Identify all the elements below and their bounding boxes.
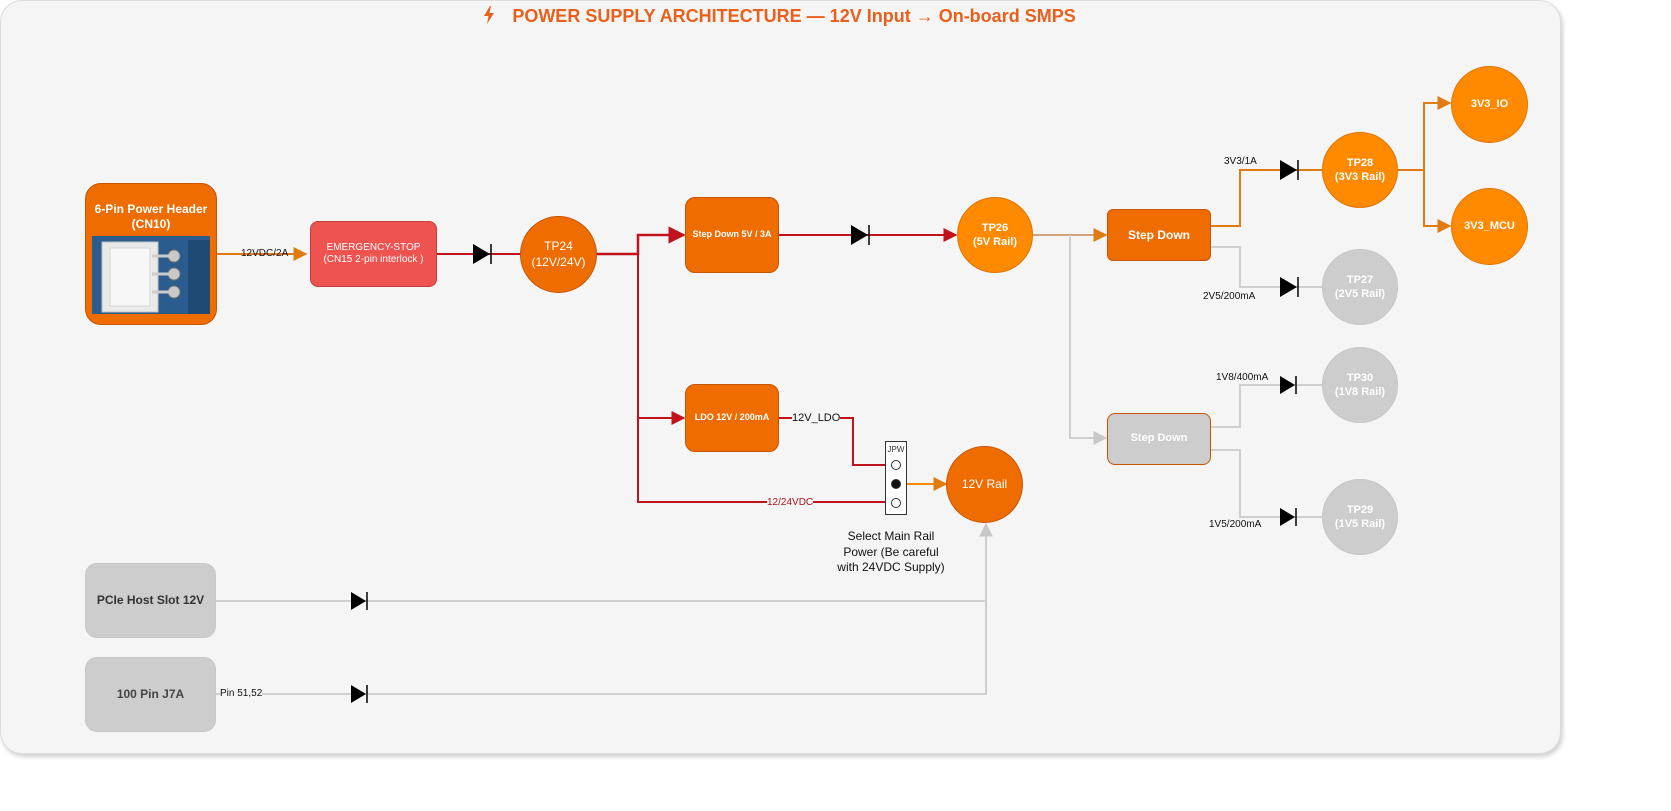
diode-icon — [351, 685, 368, 703]
stepdown-3v3-node[interactable]: Step Down — [1107, 209, 1211, 261]
wire-tp24-ldo — [637, 254, 686, 425]
label-12vdc-2a: 12VDC/2A — [241, 248, 289, 259]
diagram-panel — [0, 0, 1561, 754]
power-header-node[interactable]: 6-Pin Power Header (CN10) — [85, 183, 217, 325]
diode-icon — [351, 592, 368, 610]
diode-icon — [1280, 376, 1297, 394]
wire-stepdown-tp30 — [1211, 384, 1322, 428]
tp30-node[interactable]: TP30 (1V8 Rail) — [1322, 347, 1398, 423]
diagram-title: POWER SUPPLY ARCHITECTURE — 12V Input → … — [0, 6, 1559, 27]
emergency-stop-node[interactable]: EMERGENCY-STOP (CN15 2-pin interlock ) — [310, 221, 437, 287]
tp26-node[interactable]: TP26 (5V Rail) — [957, 197, 1033, 273]
wire-tp28-mcu — [1423, 170, 1452, 233]
tp29-node[interactable]: TP29 (1V5 Rail) — [1322, 479, 1398, 555]
label-1v8-400ma: 1V8/400mA — [1216, 372, 1269, 383]
tp27-node[interactable]: TP27 (2V5 Rail) — [1322, 249, 1398, 325]
wire-stepdown-tp27 — [1211, 246, 1322, 288]
label-pin-51-52: Pin 51,52 — [220, 688, 263, 699]
connector-photo — [92, 236, 210, 314]
stepdown-5v-node[interactable]: Step Down 5V / 3A — [685, 197, 779, 273]
power-header-label: 6-Pin Power Header (CN10) — [94, 202, 208, 231]
label-1v5-200ma: 1V5/200mA — [1209, 519, 1262, 530]
tp24-node[interactable]: TP24 (12V/24V) — [520, 216, 597, 293]
wire-j7a-rail — [216, 522, 993, 695]
diode-icon — [851, 225, 870, 245]
label-12-24vdc: 12/24VDC — [767, 497, 814, 508]
lightning-bolt-icon — [483, 6, 500, 26]
pcie-slot-node[interactable]: PCIe Host Slot 12V — [85, 563, 216, 638]
ldo-node[interactable]: LDO 12V / 200mA — [685, 384, 779, 452]
jumper-label: JPW — [887, 445, 905, 454]
title-text: POWER SUPPLY ARCHITECTURE — 12V Input → … — [512, 6, 1076, 26]
3v3-mcu-node[interactable]: 3V3_MCU — [1451, 188, 1528, 265]
wire-tp28-io — [1398, 96, 1452, 171]
3v3-io-node[interactable]: 3V3_IO — [1451, 66, 1528, 143]
jumper-pin-1 — [891, 460, 901, 470]
wire-tp26-stepdown-b — [1069, 235, 1108, 445]
label-12v-ldo: 12V_LDO — [792, 412, 841, 424]
diode-icon — [1280, 277, 1299, 297]
wire-tp24-stepdown — [597, 226, 686, 256]
diode-icon — [1280, 160, 1299, 180]
tp28-node[interactable]: TP28 (3V3 Rail) — [1322, 132, 1398, 208]
wire-stepdown-tp28 — [1211, 169, 1322, 227]
power-select-jumper[interactable]: JPW — [885, 441, 907, 515]
label-2v5-200ma: 2V5/200mA — [1203, 291, 1256, 302]
label-3v3-1a: 3V3/1A — [1224, 156, 1257, 167]
jumper-note: Select Main Rail Power (Be careful with … — [837, 529, 945, 575]
diode-icon — [1280, 508, 1297, 526]
wire-ldo-jumper — [779, 417, 890, 466]
wire-stepdown-tp29 — [1211, 449, 1322, 518]
diode-icon — [473, 244, 492, 264]
j7a-node[interactable]: 100 Pin J7A — [85, 657, 216, 732]
jumper-pin-2 — [891, 479, 901, 489]
jumper-pin-3 — [891, 498, 901, 508]
12v-rail-node[interactable]: 12V Rail — [946, 446, 1023, 523]
stepdown-low-node[interactable]: Step Down — [1107, 413, 1211, 465]
